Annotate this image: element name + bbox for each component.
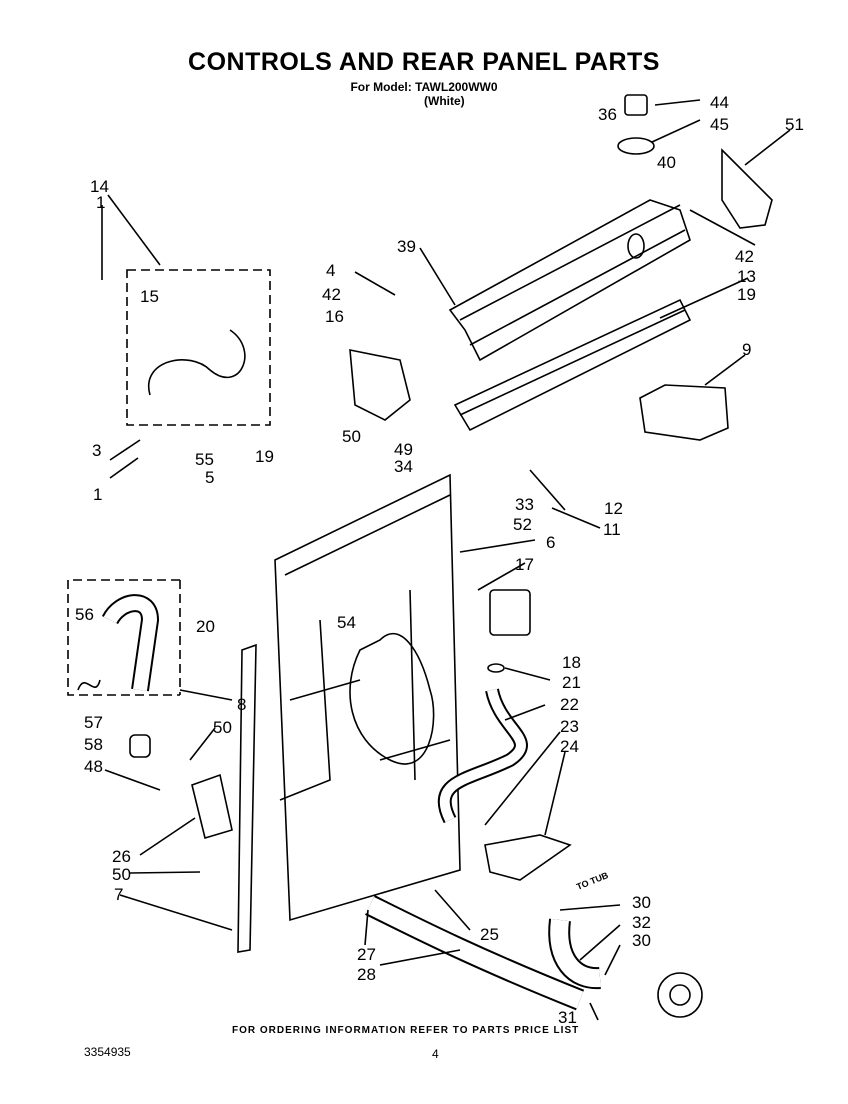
callout-42b: 42	[322, 285, 341, 304]
clip-56	[77, 679, 101, 691]
callout-58: 58	[84, 735, 103, 754]
callout-36: 36	[598, 105, 617, 124]
callout-16: 16	[325, 307, 344, 326]
timer-9	[639, 384, 729, 441]
callout-5: 5	[205, 468, 214, 487]
callout-26: 26	[112, 847, 131, 866]
callout-17: 17	[515, 555, 534, 574]
callout-19: 19	[737, 285, 756, 304]
control-bracket-13	[453, 298, 692, 432]
callout-48: 48	[84, 757, 103, 776]
callout-28: 28	[357, 965, 376, 984]
callout-33: 33	[515, 495, 534, 514]
bracket-24	[484, 834, 572, 881]
callout-8: 8	[237, 695, 246, 714]
end-cap-51	[721, 148, 773, 229]
side-strip-7	[237, 643, 257, 953]
callout-12: 12	[604, 499, 623, 518]
callout-40: 40	[657, 153, 676, 172]
callout-45: 45	[710, 115, 729, 134]
hose-loop-54	[349, 633, 435, 765]
callout-56: 56	[75, 605, 94, 624]
callout-15: 15	[140, 287, 159, 306]
callout-54: 54	[337, 613, 356, 632]
power-cord-group-box	[126, 269, 271, 426]
ordering-note: FOR ORDERING INFORMATION REFER TO PARTS …	[232, 1025, 580, 1036]
callout-39: 39	[397, 237, 416, 256]
callout-3: 3	[92, 441, 101, 460]
callout-20: 20	[196, 617, 215, 636]
callout-18: 18	[562, 653, 581, 672]
callout-4: 4	[326, 261, 335, 280]
switch-16	[349, 349, 411, 421]
callout-11: 11	[603, 520, 621, 539]
connector-58	[129, 734, 151, 758]
callout-25: 25	[480, 925, 499, 944]
callout-14: 14	[90, 177, 109, 196]
callout-51: 51	[785, 115, 804, 134]
dial-45	[617, 137, 655, 155]
to-tub-label: TO TUB	[575, 870, 610, 892]
pump	[657, 972, 703, 1018]
callout-49: 49	[394, 440, 413, 459]
callout-31: 31	[558, 1008, 577, 1027]
callout-1: 1	[96, 193, 105, 212]
rear-panel-6	[274, 473, 461, 922]
callout-27: 27	[357, 945, 376, 964]
callout-1b: 1	[93, 485, 102, 504]
console-rail-39	[448, 199, 691, 362]
callout-30: 30	[632, 893, 651, 912]
callout-34: 34	[394, 457, 413, 476]
bracket-26	[191, 773, 233, 840]
callout-44: 44	[710, 93, 729, 112]
page-title: CONTROLS AND REAR PANEL PARTS	[188, 48, 660, 76]
color-line: (White)	[424, 94, 465, 108]
model-line: For Model: TAWL200WW0	[350, 80, 498, 94]
callout-55: 55	[195, 450, 214, 469]
callout-57: 57	[84, 713, 103, 732]
callout-50b: 50	[213, 718, 232, 737]
callout-50c: 50	[112, 865, 131, 884]
callout-42: 42	[735, 247, 754, 266]
callout-52: 52	[513, 515, 532, 534]
knob-44	[624, 94, 648, 116]
callout-30b: 30	[632, 931, 651, 950]
callout-21: 21	[562, 673, 581, 692]
water-valve-18	[489, 589, 531, 636]
callout-6: 6	[546, 533, 555, 552]
document-number: 3354935	[84, 1045, 131, 1059]
callout-19b: 19	[255, 447, 274, 466]
callout-9: 9	[742, 340, 751, 359]
callout-23: 23	[560, 717, 579, 736]
callout-24: 24	[560, 737, 579, 756]
callout-13: 13	[737, 267, 756, 286]
hose-group-box	[67, 579, 180, 696]
callout-7: 7	[114, 885, 123, 904]
power-cord-15	[147, 329, 246, 396]
callout-50: 50	[342, 427, 361, 446]
page-number: 4	[432, 1047, 439, 1061]
callout-22: 22	[560, 695, 579, 714]
callout-32: 32	[632, 913, 651, 932]
